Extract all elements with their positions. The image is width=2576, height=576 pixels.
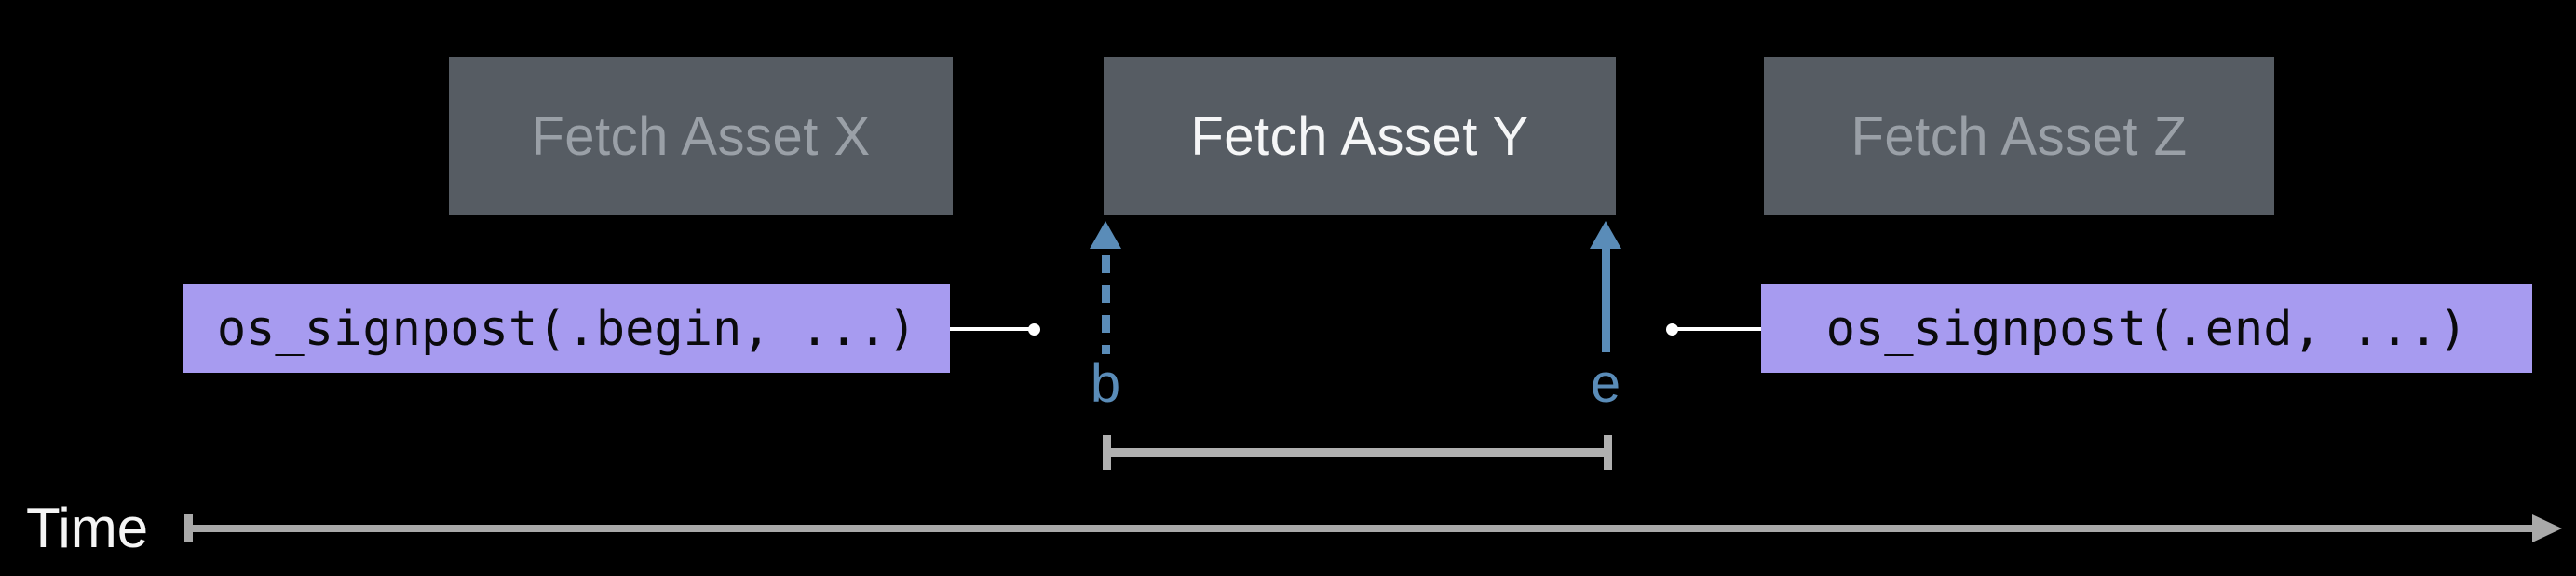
signpost-begin-code: os_signpost(.begin, ...): [216, 300, 917, 357]
begin-marker-label: b: [1090, 353, 1121, 414]
signpost-end-box: os_signpost(.end, ...): [1761, 284, 2532, 373]
duration-bracket-right-cap: [1604, 435, 1612, 470]
begin-callout-line: [950, 327, 1034, 331]
begin-callout-dot-icon: [1028, 323, 1040, 336]
duration-bracket-bar: [1103, 448, 1612, 457]
begin-marker-dashed-shaft: [1102, 255, 1110, 354]
task-label-fetch-asset-x: Fetch Asset X: [531, 105, 871, 167]
signpost-end-code: os_signpost(.end, ...): [1825, 300, 2468, 357]
task-label-fetch-asset-y: Fetch Asset Y: [1190, 105, 1529, 167]
time-axis-arrowhead-icon: [2532, 514, 2562, 542]
task-box-fetch-asset-z: Fetch Asset Z: [1764, 57, 2274, 215]
task-box-fetch-asset-y: Fetch Asset Y: [1104, 57, 1616, 215]
time-axis-label: Time: [26, 497, 149, 559]
task-box-fetch-asset-x: Fetch Asset X: [449, 57, 953, 215]
end-marker-label: e: [1590, 353, 1621, 414]
time-axis-line: [188, 525, 2535, 532]
signpost-begin-box: os_signpost(.begin, ...): [183, 284, 950, 373]
end-marker-solid-shaft: [1602, 248, 1610, 352]
task-label-fetch-asset-z: Fetch Asset Z: [1851, 105, 2188, 167]
end-callout-line: [1672, 327, 1761, 331]
begin-marker-arrowhead-icon: [1090, 221, 1121, 249]
end-marker-arrowhead-icon: [1590, 221, 1621, 249]
